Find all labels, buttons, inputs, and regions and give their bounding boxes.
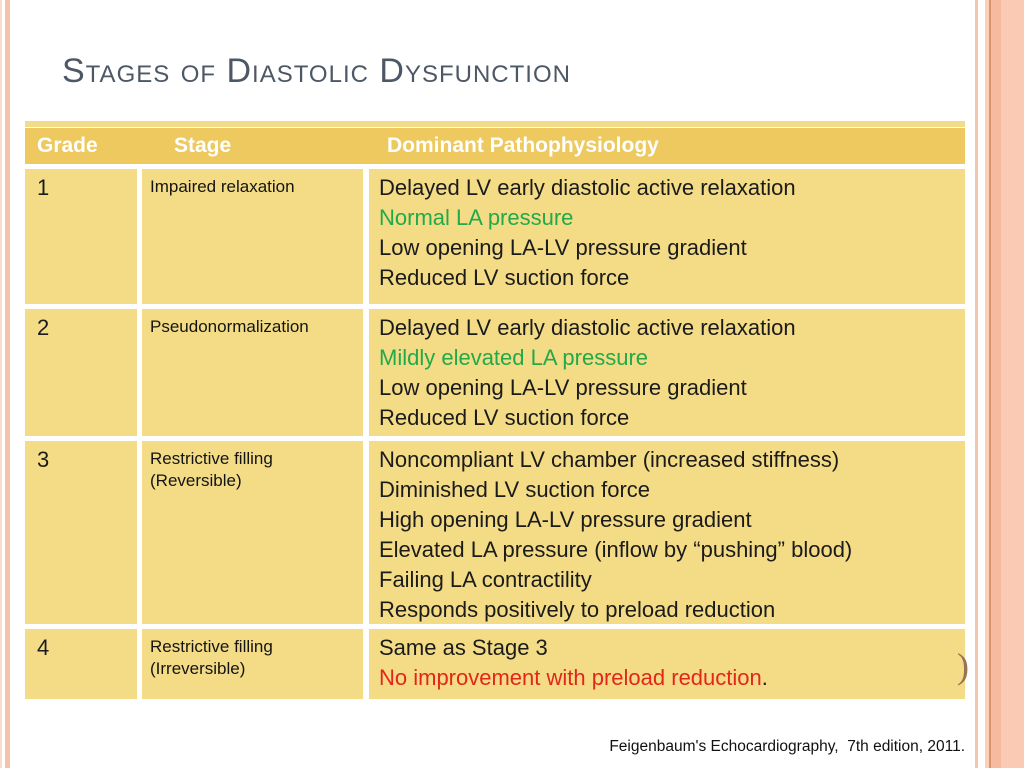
pathophysiology-cell: Delayed LV early diastolic active relaxa… <box>369 169 965 304</box>
patho-red-text: No improvement with preload reduction <box>379 665 762 690</box>
patho-line: Normal LA pressure <box>379 205 574 230</box>
patho-line: Delayed LV early diastolic active relaxa… <box>379 175 796 200</box>
patho-line: High opening LA-LV pressure gradient <box>379 507 752 532</box>
pathophysiology-cell: Delayed LV early diastolic active relaxa… <box>369 309 965 436</box>
patho-line: Reduced LV suction force <box>379 265 630 290</box>
paren-artifact: ) <box>957 646 969 686</box>
patho-line: Responds positively to preload reduction <box>379 597 776 622</box>
stage-text: Pseudonormalization <box>150 317 309 336</box>
column-header-stage: Stage <box>174 134 232 157</box>
stage-text: Impaired relaxation <box>150 177 295 196</box>
patho-line: Low opening LA-LV pressure gradient <box>379 235 747 260</box>
patho-period: . <box>761 665 768 690</box>
column-header-grade: Grade <box>37 134 98 157</box>
table-row: 3 Restrictive filling (Reversible) Nonco… <box>25 441 965 624</box>
column-header-pathophysiology: Dominant Pathophysiology <box>387 134 659 157</box>
stage-text-line2: (Irreversible) <box>150 659 246 678</box>
left-edge-stripe-thin <box>0 0 2 768</box>
patho-line: Same as Stage 3 <box>379 635 548 660</box>
grade-cell: 1 <box>25 169 137 304</box>
pathophysiology-cell: Same as Stage 3 No improvement with prel… <box>369 629 965 699</box>
table-top-strip <box>25 121 965 127</box>
patho-line: Noncompliant LV chamber (increased stiff… <box>379 447 840 472</box>
patho-line: Delayed LV early diastolic active relaxa… <box>379 315 796 340</box>
slide-title: Stages of Diastolic Dysfunction <box>62 52 571 90</box>
stage-cell: Pseudonormalization <box>142 309 363 436</box>
table-row: 1 Impaired relaxation Delayed LV early d… <box>25 169 965 304</box>
table-header-row: Grade Stage Dominant Pathophysiology <box>25 128 965 164</box>
patho-line: Low opening LA-LV pressure gradient <box>379 375 747 400</box>
patho-line: No improvement with preload reduction. <box>379 663 965 693</box>
right-edge-stripe-thin <box>975 0 978 768</box>
table-row: 2 Pseudonormalization Delayed LV early d… <box>25 309 965 436</box>
grade-cell: 3 <box>25 441 137 624</box>
citation-text: Feigenbaum's Echocardiography, 7th editi… <box>609 738 965 755</box>
table-row: 4 Restrictive filling (Irreversible) Sam… <box>25 629 965 699</box>
stage-text: Restrictive filling <box>150 449 273 468</box>
grade-cell: 2 <box>25 309 137 436</box>
patho-line: Reduced LV suction force <box>379 405 630 430</box>
patho-line: Failing LA contractility <box>379 567 592 592</box>
right-edge-band <box>985 0 1024 768</box>
stage-text: Restrictive filling <box>150 637 273 656</box>
stage-text-line2: (Reversible) <box>150 471 242 490</box>
pathophysiology-cell: Noncompliant LV chamber (increased stiff… <box>369 441 965 624</box>
patho-line: Elevated LA pressure (inflow by “pushing… <box>379 537 853 562</box>
stage-cell: Restrictive filling (Reversible) <box>142 441 363 624</box>
stages-table: Grade Stage Dominant Pathophysiology 1 I… <box>25 121 965 699</box>
left-edge-stripe-wide <box>5 0 10 768</box>
stage-cell: Restrictive filling (Irreversible) <box>142 629 363 699</box>
patho-line: Diminished LV suction force <box>379 477 651 502</box>
grade-cell: 4 <box>25 629 137 699</box>
patho-line: Mildly elevated LA pressure <box>379 345 649 370</box>
stage-cell: Impaired relaxation <box>142 169 363 304</box>
